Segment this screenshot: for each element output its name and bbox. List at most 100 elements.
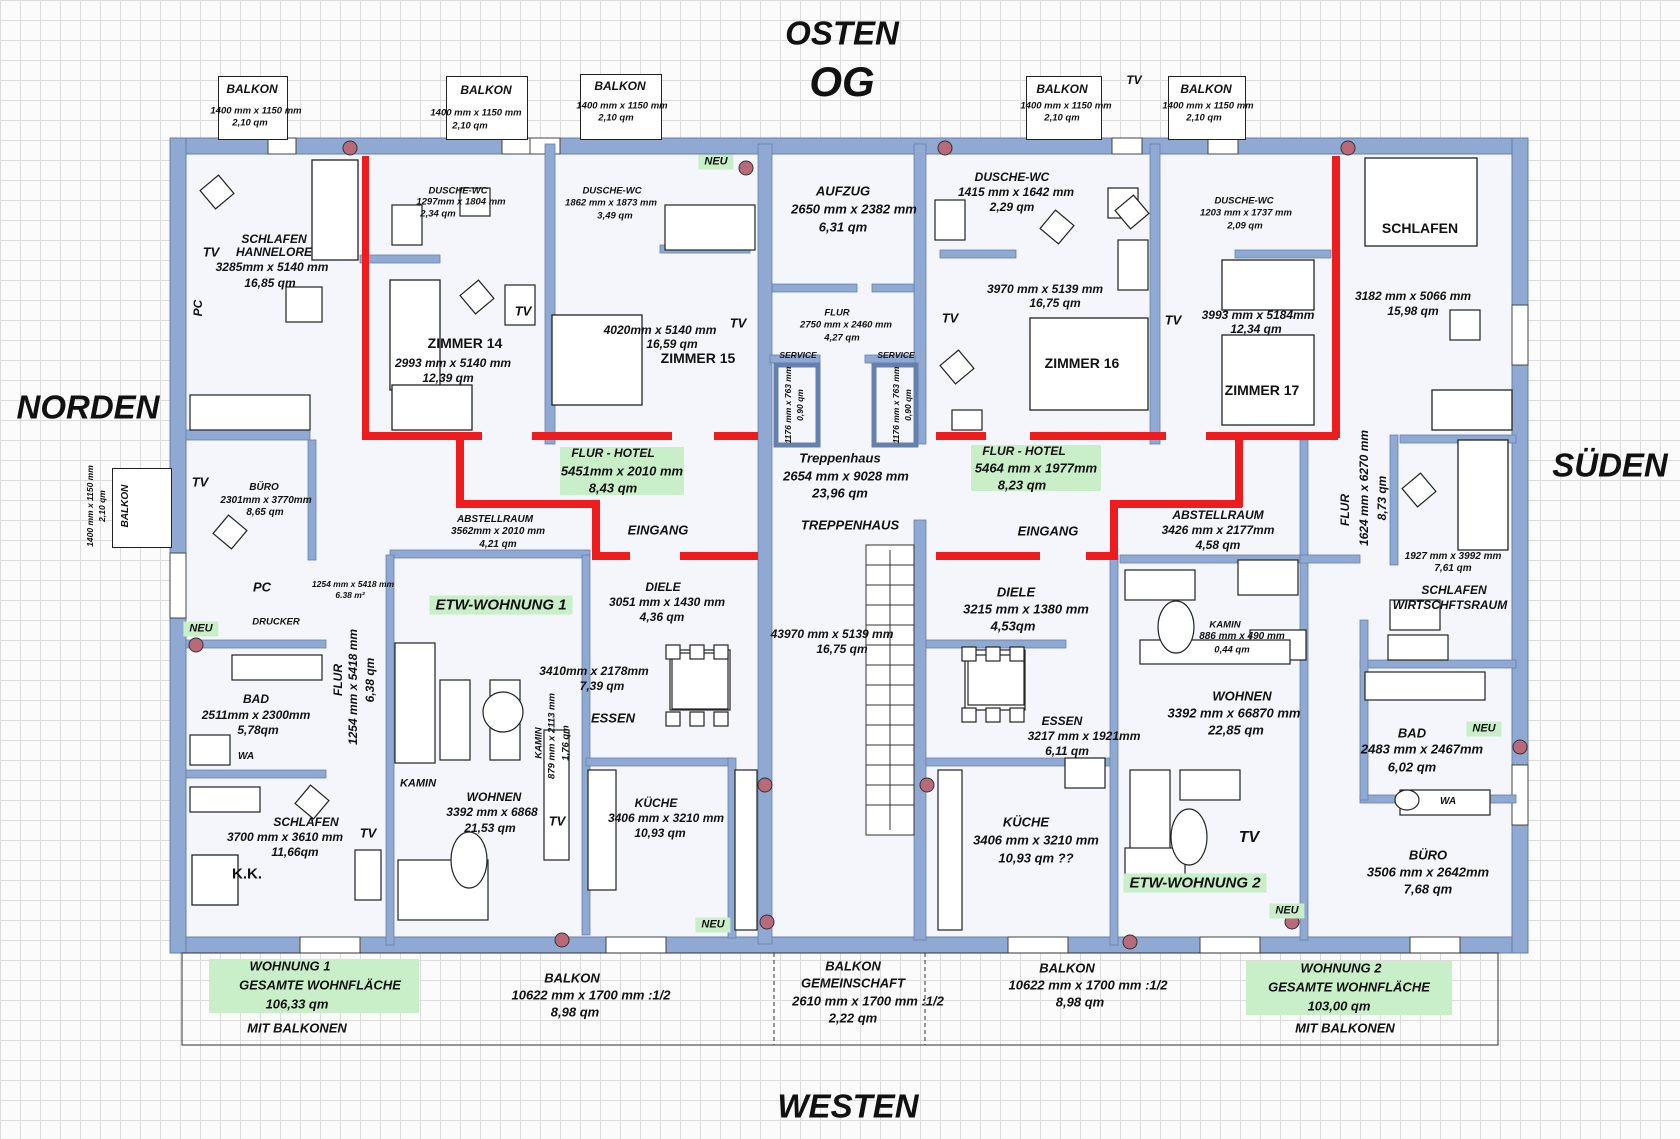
room-diele-1-name: DIELE <box>645 580 681 594</box>
etw-wohnung-1-label: ETW-WOHNUNG 1 <box>429 595 573 615</box>
etw-wohnung-2-label: ETW-WOHNUNG 2 <box>1123 873 1267 893</box>
room-kueche-1-area: 10,93 qm <box>634 826 686 840</box>
room-diele-2-dims: 3215 mm x 1380 mm <box>963 601 1089 617</box>
label-east: OSTEN <box>785 14 899 52</box>
furniture-beds <box>191 157 1513 906</box>
balcony-5-label: BALKON <box>1180 82 1232 96</box>
room-zimmer-16-area: 16,75 qm <box>1029 296 1081 310</box>
room-flur-hotel-1-dims: 5451mm x 2010 mm <box>560 463 684 479</box>
pc-label: PC <box>191 299 205 317</box>
room-schlafen-left-name: SCHLAFEN <box>273 815 339 829</box>
room-dusche-wc-4-name: DUSCHE-WC <box>1214 195 1274 207</box>
room-kamin-right-area: 0,44 qm <box>1214 644 1250 656</box>
room-buero-right-dims: 3506 mm x 2642mm <box>1366 864 1490 880</box>
balkon-2-name: BALKON <box>1039 960 1095 976</box>
room-dusche-wc-4-area: 2,09 qm <box>1227 220 1263 232</box>
room-wohnen-2-area: 22,85 qm <box>1208 722 1264 738</box>
balkon-1-name: BALKON <box>544 970 600 986</box>
balcony-4-area: 2,10 qm <box>1044 112 1080 124</box>
room-abstell-2-name: ABSTELLRAUM <box>1172 508 1264 522</box>
room-diele-2-area: 4,53qm <box>990 618 1036 634</box>
balcony-3-label: BALKON <box>594 79 646 93</box>
balcony-left-area: 2,10 qm <box>96 490 107 522</box>
wa-label: WA <box>237 751 255 762</box>
room-flur-right-dims: 1624 mm x 6270 mm <box>1357 429 1371 547</box>
room-zimmer-17-name: ZIMMER 17 <box>1224 382 1300 398</box>
room-zimmer-14-name: ZIMMER 14 <box>427 335 503 351</box>
service-1-dims: 1176 mm x 763 mm <box>782 366 793 444</box>
room-flur-left-name: FLUR <box>331 664 345 696</box>
balkon-gem-name2: GEMEINSCHAFT <box>801 975 905 991</box>
tv-label: TV <box>941 310 959 326</box>
red-walls <box>362 156 1340 560</box>
room-aufzug-area: 6,31 qm <box>818 219 868 235</box>
room-schlafen-right-area: 15,98 qm <box>1387 304 1439 318</box>
room-dusche-wc-2-name: DUSCHE-WC <box>582 185 642 197</box>
room-buero-left-dims: 2301mm x 3770mm <box>220 495 312 506</box>
room-schlafen-left-dims: 3700 mm x 3610 mm <box>226 830 344 844</box>
room-buero-right-name: BÜRO <box>1408 847 1448 863</box>
room-bad-right-area: 6,02 qm <box>1387 759 1437 775</box>
room-treppenhaus-dims: 43970 mm x 5139 mm <box>770 627 894 641</box>
dining-tables <box>665 644 1025 727</box>
neu-badge: NEU <box>698 154 734 170</box>
wohnung-1-highlight <box>209 959 419 1013</box>
room-abstell-1-area: 4,21 qm <box>479 539 517 550</box>
room-bad-right-name: BAD <box>1397 725 1427 741</box>
room-wohnen-1-name: WOHNEN <box>466 790 522 804</box>
room-kamin-right-dims: 886 mm x 490 mm <box>1199 631 1285 642</box>
room-kueche-2-dims: 3406 mm x 3210 mm <box>973 832 1099 848</box>
room-dusche-wc-4-dims: 1203 mm x 1737 mm <box>1200 207 1292 219</box>
label-west: WESTEN <box>777 1087 919 1125</box>
label-floor: OG <box>809 58 875 105</box>
room-essen-2-name: ESSEN <box>1041 714 1083 728</box>
room-abstell-1-name: ABSTELLRAUM <box>456 514 534 525</box>
round-tables <box>450 600 1420 889</box>
room-dusche-wc-2-area: 3,49 qm <box>597 210 633 222</box>
balkon-2-area: 8,98 qm <box>1055 994 1105 1010</box>
room-zimmer-15-dims: 4020mm x 5140 mm <box>603 323 717 337</box>
room-zimmer-15-name: ZIMMER 15 <box>660 350 736 366</box>
balcony-box-2 <box>446 76 528 140</box>
room-zimmer-17-area: 12,34 qm <box>1230 322 1282 336</box>
room-bad-left-name: BAD <box>243 692 269 706</box>
room-treppenhaus-name: TREPPENHAUS <box>800 517 900 533</box>
kk-label: K.K. <box>232 865 262 883</box>
balkon-1-dims: 10622 mm x 1700 mm :1/2 <box>511 987 671 1003</box>
room-dusche-wc-3-area: 2,29 qm <box>989 200 1035 214</box>
staircase <box>865 544 915 836</box>
flur-hotel-1-highlight <box>560 447 684 495</box>
room-flur-hotel-2-name: FLUR - HOTEL <box>982 444 1066 458</box>
room-kueche-2-area: 10,93 qm ?? <box>998 850 1074 866</box>
room-flur-left-dims: 1254 mm x 5418 mm <box>346 628 360 746</box>
room-kamin-left-dims: 879 mm x 2113 mm <box>546 693 558 779</box>
room-zimmer-14-dims: 2993 mm x 5140 mm <box>394 356 512 370</box>
wohnung-1-title: WOHNUNG 1 <box>249 958 331 974</box>
room-essen-1-name: ESSEN <box>590 710 636 726</box>
pillars <box>188 140 1528 950</box>
room-flur-small-dims: 1254 mm x 5418 mm <box>311 578 395 589</box>
room-kamin-left-name: KAMIN <box>533 727 545 759</box>
room-schlafen-wirt-name2: WIRTSCHFTSRAUM <box>1392 598 1508 612</box>
balcony-box-5 <box>1168 76 1246 140</box>
tv-label-top: TV <box>1126 73 1142 87</box>
balkon-gem-area: 2,22 qm <box>828 1010 878 1026</box>
label-north: NORDEN <box>16 388 160 426</box>
room-flur-left-area: 6,38 qm <box>363 657 377 703</box>
room-dusche-wc-1-dims: 1297mm x 1804 mm <box>416 196 506 208</box>
room-zimmer-16-dims: 3970 mm x 5139 mm <box>986 282 1104 296</box>
room-treppenhaus-area: 16,75 qm <box>816 642 868 656</box>
room-zimmer-14-area: 12,39 qm <box>422 371 474 385</box>
room-zimmer-17-dims: 3993 mm x 5184mm <box>1201 308 1315 322</box>
room-bad-left-dims: 2511mm x 2300mm <box>201 708 311 722</box>
kamin-label: KAMIN <box>399 777 437 790</box>
service-2-dims: 1176 mm x 763 mm <box>890 366 901 444</box>
room-treppenhaus-top-area: 23,96 qm <box>812 485 868 501</box>
wohnung-1-area: 106,33 qm <box>265 996 329 1012</box>
neu-badge: NEU <box>183 621 219 637</box>
room-flur-mid-dims: 2750 mm x 2460 mm <box>800 319 892 331</box>
room-buero-left-name: BÜRO <box>249 482 279 493</box>
balcony-2-area: 2,10 qm <box>452 120 488 132</box>
room-abstell-2-area: 4,58 qm <box>1195 538 1241 552</box>
balcony-5-area: 2,10 qm <box>1186 112 1222 124</box>
